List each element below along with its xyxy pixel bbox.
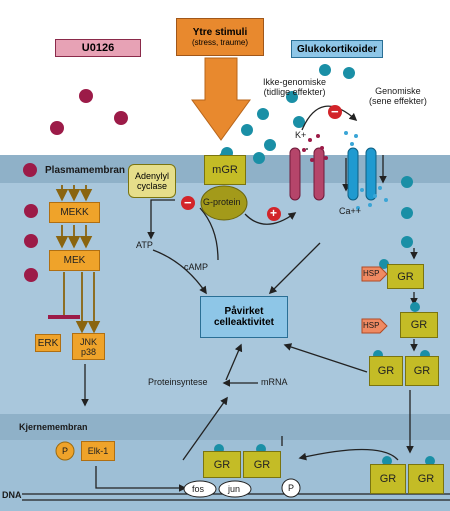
- minus-sign-ac: [181, 196, 195, 210]
- dna-label: DNA: [2, 490, 22, 500]
- stimuli-sub: (stress, traume): [191, 38, 248, 47]
- glucocorticoid-dot: [257, 108, 269, 120]
- hsp-tag-2: [361, 318, 388, 334]
- glucocorticoid-dot: [343, 67, 355, 79]
- mgr-box: mGR: [204, 155, 246, 185]
- mekk-box: MEKK: [49, 202, 100, 223]
- ca-channel-right: [365, 147, 377, 201]
- minus-ca-text: −: [331, 104, 339, 119]
- glucocorticoid-dot: [401, 207, 413, 219]
- glucocorticoid-dot: [319, 64, 331, 76]
- nongenomic-label: Ikke-genomiske(tidlige effekter): [263, 77, 327, 97]
- stimuli-title: Ytre stimuli: [192, 27, 248, 38]
- p-elk-label: P: [62, 446, 69, 456]
- u0126-dot: [79, 89, 93, 103]
- k-channel-right: [313, 147, 325, 201]
- gr-dimer-cyto-right: GR: [405, 356, 439, 386]
- u0126-inhibition-bar: [48, 315, 80, 319]
- jun-label: jun: [228, 484, 241, 494]
- glucocorticoid-dot: [286, 91, 298, 103]
- u0126-dot: [50, 121, 64, 135]
- minus-sign-ca: [328, 105, 342, 119]
- mrna-label: mRNA: [261, 377, 288, 387]
- u0126-dot: [24, 268, 38, 282]
- k-channel-left: [289, 147, 301, 201]
- camp-label: cAMP: [184, 262, 209, 272]
- gr-dimer-nuc-right: GR: [243, 451, 281, 478]
- fos-shape: [183, 480, 217, 498]
- plus-sign-k: [267, 207, 281, 221]
- gr-hsp-box-1: GR: [387, 264, 424, 289]
- u0126-dot: [24, 234, 38, 248]
- elk1-box: Elk-1: [81, 441, 115, 461]
- gr-dimer-right-right: GR: [408, 464, 444, 494]
- minus-ac-text: −: [184, 195, 192, 210]
- hsp-tag-1: [361, 266, 388, 282]
- u0126-label: U0126: [55, 39, 141, 57]
- stimuli-box: Ytre stimuli (stress, traume): [176, 18, 264, 56]
- p-shape-elk: [55, 441, 75, 461]
- u0126-dot: [23, 163, 37, 177]
- ca-label: Ca++: [339, 206, 362, 216]
- plus-k-text: +: [270, 206, 278, 220]
- k-plus-label: K+: [295, 130, 307, 140]
- g-protein-shape: [200, 185, 248, 221]
- glucocorticoid-label: Glukokortikoider: [291, 40, 383, 58]
- glucocorticoid-dot: [293, 116, 305, 128]
- proteinsyntese-label: Proteinsyntese: [148, 377, 208, 387]
- g-protein-label: G-protein: [203, 197, 241, 207]
- plasmamembran-label: Plasmamembran: [45, 165, 126, 176]
- jun-shape: [218, 480, 252, 498]
- gr-dimer-cyto-left: GR: [369, 356, 403, 386]
- mek-box: MEK: [49, 250, 100, 271]
- gr-dimer-nuc-left: GR: [203, 451, 241, 478]
- ca-channel-left: [347, 147, 359, 201]
- glucocorticoid-dot: [401, 236, 413, 248]
- glucocorticoid-dot: [401, 176, 413, 188]
- hsp-label-1: HSP: [363, 269, 380, 278]
- atp-label: ATP: [136, 240, 153, 250]
- hsp-label-2: HSP: [363, 321, 380, 330]
- glucocorticoid-dot: [241, 124, 253, 136]
- u0126-dot: [24, 204, 38, 218]
- glucocorticoid-dot: [253, 152, 265, 164]
- glucocorticoid-dot: [264, 139, 276, 151]
- gr-box-2: GR: [400, 312, 438, 338]
- stimuli-arrow: [191, 57, 251, 141]
- p-dna-label: P: [288, 483, 295, 493]
- nuclear-membrane: [0, 414, 450, 440]
- erk-box: ERK: [35, 334, 61, 352]
- u0126-dot: [114, 111, 128, 125]
- fos-label: fos: [192, 484, 205, 494]
- kjernemembran-label: Kjernemembran: [19, 422, 88, 432]
- genomic-label: Genomiske(sene effekter): [369, 86, 427, 106]
- gr-dimer-right-left: GR: [370, 464, 406, 494]
- p-shape-dna: [281, 478, 301, 498]
